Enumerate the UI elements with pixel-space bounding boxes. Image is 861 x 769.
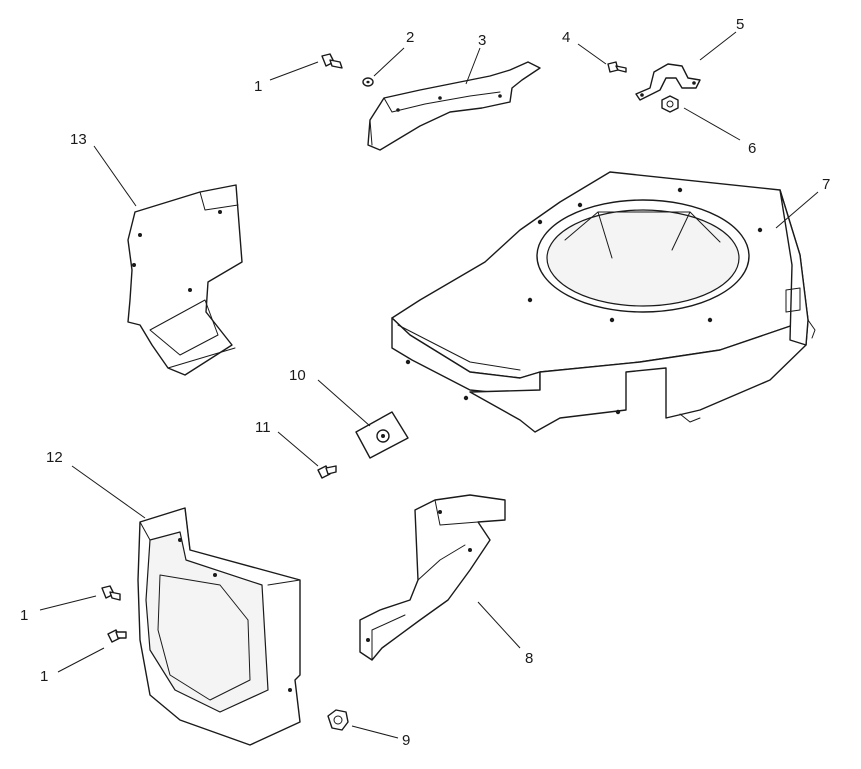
leader-11 (277, 431, 319, 467)
part-screw-1-lower (107, 629, 127, 643)
part-nut-9 (327, 709, 349, 731)
part-clamp (635, 63, 701, 101)
callout-7: 7 (822, 176, 830, 193)
leader-1-top (269, 61, 319, 81)
callout-1-lower: 1 (40, 668, 48, 685)
part-nut-6 (661, 95, 679, 113)
part-clip-nut (355, 411, 409, 459)
callout-2: 2 (406, 29, 414, 46)
part-blower-housing (391, 171, 816, 433)
leader-5 (699, 31, 737, 61)
callout-6: 6 (748, 140, 756, 157)
leader-6 (683, 107, 741, 141)
part-screw-11 (317, 465, 337, 479)
leader-1-middle (39, 595, 97, 611)
part-screw-1-top (321, 53, 343, 69)
callout-1-middle: 1 (20, 607, 28, 624)
leader-1-lower (57, 647, 105, 673)
callout-9: 9 (402, 732, 410, 749)
callout-4: 4 (562, 29, 570, 46)
leader-8 (477, 601, 521, 649)
leader-lines (39, 31, 819, 739)
part-bracket (367, 61, 541, 151)
callout-labels: 1 2 3 4 5 6 7 8 9 10 11 12 13 1 1 (20, 16, 830, 749)
leader-3 (465, 47, 481, 85)
leader-10 (317, 379, 371, 427)
part-baffle (359, 494, 506, 661)
part-side-shroud (127, 184, 243, 376)
leader-2 (373, 47, 405, 77)
part-screw-1-middle (101, 585, 121, 601)
callout-5: 5 (736, 16, 744, 33)
leader-13 (93, 145, 137, 207)
leader-9 (351, 725, 399, 739)
callout-12: 12 (46, 449, 63, 466)
callout-3: 3 (478, 32, 486, 49)
callout-1-top: 1 (254, 78, 262, 95)
part-lower-shroud (137, 507, 301, 746)
leader-4 (577, 43, 607, 65)
part-screw-4 (607, 61, 627, 73)
part-washer-2 (362, 77, 374, 87)
callout-13: 13 (70, 131, 87, 148)
callout-10: 10 (289, 367, 306, 384)
callout-11: 11 (255, 419, 271, 436)
callout-8: 8 (525, 650, 533, 667)
leader-12 (71, 465, 146, 519)
leader-7 (775, 191, 819, 229)
